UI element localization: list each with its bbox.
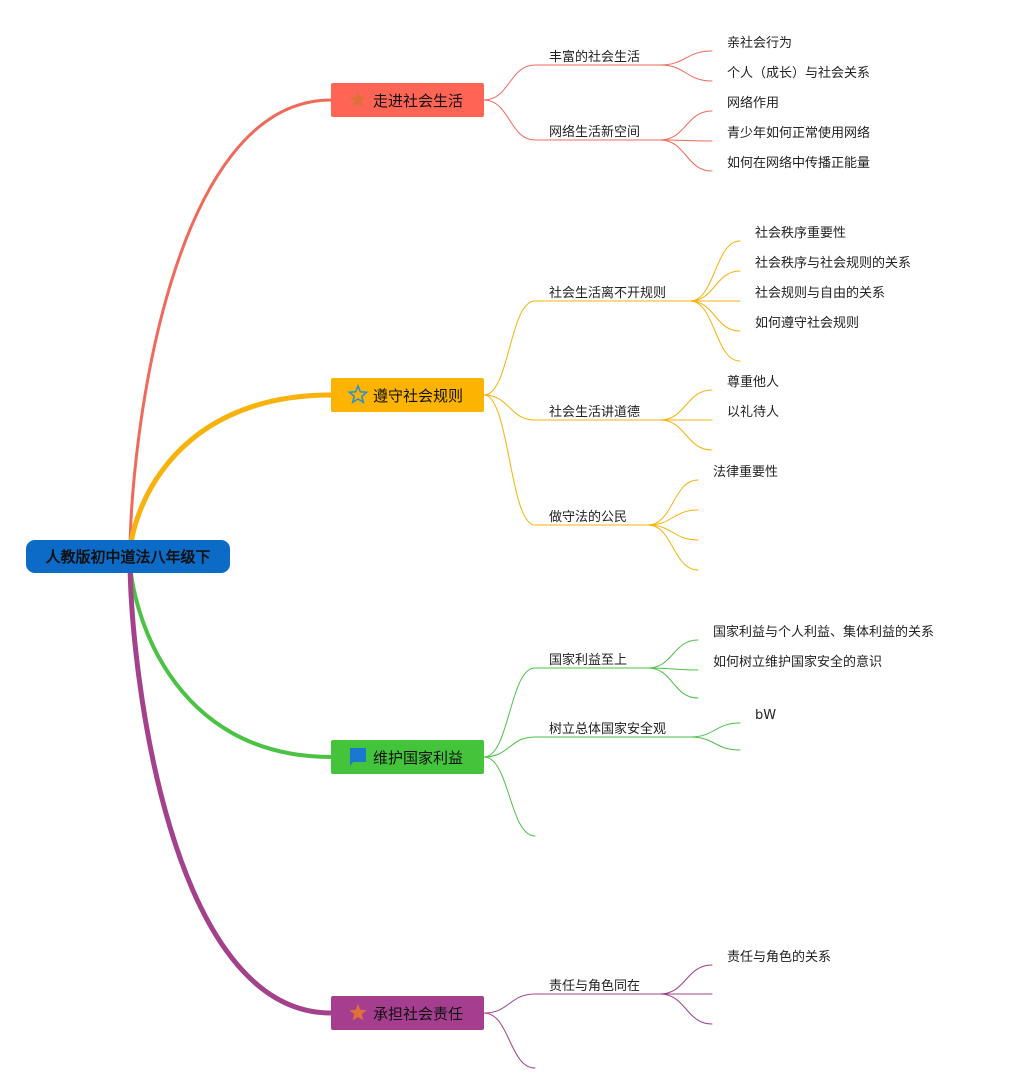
leaf-connector <box>659 50 713 66</box>
main-branch-connector <box>127 554 334 1016</box>
main-topic-1[interactable]: 走进社会生活 <box>331 83 484 117</box>
subtopic-connector <box>483 64 536 101</box>
star-outline-icon <box>347 383 369 404</box>
main-topic-label: 承担社会责任 <box>373 1005 463 1023</box>
leaf-label[interactable]: 网络作用 <box>727 95 779 111</box>
leaf-connector <box>659 389 713 421</box>
main-topic-3[interactable]: 维护国家利益 <box>331 740 484 774</box>
subtopic-label[interactable]: 社会生活讲道德 <box>549 404 640 420</box>
leaf-connector <box>647 479 699 526</box>
star-icon <box>349 1004 367 1021</box>
leaf-label[interactable]: 亲社会行为 <box>727 35 792 51</box>
leaf-connector <box>659 964 713 995</box>
leaf-connector <box>689 300 741 332</box>
root-topic-label: 人教版初中道法八年级下 <box>45 548 210 566</box>
main-topic-2[interactable]: 遵守社会规则 <box>331 378 484 412</box>
leaf-connector <box>689 736 741 751</box>
main-topic-label: 遵守社会规则 <box>373 387 463 405</box>
leaf-label[interactable]: 如何在网络中传播正能量 <box>727 155 870 171</box>
leaf-label[interactable]: 如何遵守社会规则 <box>755 315 859 331</box>
main-branch-connector <box>127 392 334 559</box>
subtopic-label[interactable]: 网络生活新空间 <box>549 124 640 140</box>
subtopic-label[interactable]: 国家利益至上 <box>549 652 627 668</box>
leaf-label[interactable]: 国家利益与个人利益、集体利益的关系 <box>713 624 934 640</box>
subtopic-label[interactable]: 丰富的社会生活 <box>549 49 640 65</box>
leaf-connector <box>689 240 741 302</box>
leaf-connector <box>647 524 699 571</box>
leaf-connector <box>659 139 713 172</box>
subtopic-connector <box>483 1012 536 1069</box>
subtopic-connector <box>483 394 536 421</box>
leaf-connector <box>659 64 713 82</box>
leaf-label[interactable]: 以礼待人 <box>727 404 779 420</box>
leaf-connector <box>647 639 699 669</box>
subtopic-connector <box>483 993 536 1014</box>
subtopic-connector <box>483 667 536 758</box>
main-topic-box[interactable] <box>331 740 484 774</box>
root-topic[interactable]: 人教版初中道法八年级下 <box>26 540 230 573</box>
leaf-label[interactable]: 尊重他人 <box>727 374 779 390</box>
main-topic-box[interactable] <box>331 996 484 1030</box>
leaf-label[interactable]: 如何树立维护国家安全的意识 <box>713 654 882 670</box>
leaf-connector <box>689 300 741 362</box>
root-topic-box[interactable] <box>26 540 230 573</box>
leaf-label[interactable]: 个人（成长）与社会关系 <box>727 65 870 81</box>
leaf-label[interactable]: 社会规则与自由的关系 <box>755 285 885 301</box>
main-topic-box[interactable] <box>331 83 484 117</box>
leaf-connector <box>659 419 713 451</box>
leaf-label[interactable]: bW <box>755 708 776 723</box>
leaf-label[interactable]: 责任与角色的关系 <box>727 949 831 965</box>
main-topic-label: 走进社会生活 <box>373 92 463 110</box>
subtopic-connector <box>483 394 536 526</box>
subtopic-connector <box>483 736 536 758</box>
leaf-label[interactable]: 法律重要性 <box>713 464 778 480</box>
leaf-connector <box>659 110 713 141</box>
subtopic-connector <box>483 300 536 396</box>
leaf-connector <box>659 139 713 142</box>
main-topic-4[interactable]: 承担社会责任 <box>331 996 484 1030</box>
star-icon <box>349 91 367 108</box>
leaf-connector <box>647 509 699 526</box>
leaf-connector <box>689 270 741 302</box>
main-topic-box[interactable] <box>331 378 484 412</box>
subtopic-label[interactable]: 社会生活离不开规则 <box>549 285 666 301</box>
main-branch-connector <box>128 98 333 558</box>
subtopic-label[interactable]: 做守法的公民 <box>549 509 627 525</box>
leaf-connector <box>689 722 741 738</box>
flag-icon <box>350 748 366 766</box>
leaf-connector <box>659 993 713 1025</box>
main-branch-connector <box>128 554 333 759</box>
leaf-label[interactable]: 青少年如何正常使用网络 <box>727 125 870 141</box>
leaf-connector <box>647 524 699 541</box>
subtopic-connector <box>483 99 536 141</box>
subtopic-label[interactable]: 责任与角色同在 <box>549 978 640 994</box>
main-topic-label: 维护国家利益 <box>373 749 463 767</box>
subtopic-label[interactable]: 树立总体国家安全观 <box>549 721 666 737</box>
subtopic-connector <box>483 756 536 837</box>
leaf-label[interactable]: 社会秩序重要性 <box>755 225 846 241</box>
leaf-connector <box>647 667 699 699</box>
leaf-label[interactable]: 社会秩序与社会规则的关系 <box>755 255 911 271</box>
